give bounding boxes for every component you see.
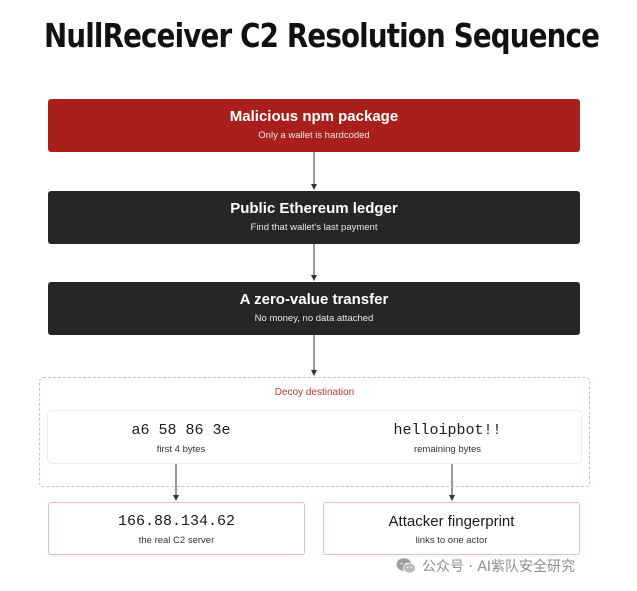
result-attacker-fingerprint: Attacker fingerprint links to one actor [323,502,580,555]
hex-caption: first 4 bytes [156,444,206,455]
decoy-segment-remaining-bytes: helloipbot!! remaining bytes [314,411,581,463]
result-value: 166.88.134.62 [117,513,236,530]
step-title: A zero-value transfer [239,291,389,308]
result-caption: links to one actor [415,535,488,546]
hex-value: a6 58 86 3e [131,422,231,439]
decoy-label: Decoy destination [274,387,355,398]
result-c2-server: 166.88.134.62 the real C2 server [48,502,305,555]
step-zero-value-transfer: A zero-value transfer No money, no data … [48,282,580,335]
result-caption: the real C2 server [138,535,215,546]
step-subtitle: No money, no data attached [254,313,374,324]
hex-value: helloipbot!! [393,422,502,439]
watermark-text: 公众号 · AI紫队安全研究 [422,559,576,575]
result-value: Attacker fingerprint [388,513,515,530]
step-malicious-package: Malicious npm package Only a wallet is h… [48,99,580,152]
decoy-destination-group: Decoy destination a6 58 86 3e first 4 by… [39,377,590,487]
step-title: Malicious npm package [229,108,399,125]
page-title: NullReceiver C2 Resolution Sequence [44,16,600,55]
step-title: Public Ethereum ledger [230,200,398,217]
step-subtitle: Find that wallet's last payment [250,222,378,233]
decoy-segment-first-bytes: a6 58 86 3e first 4 bytes [48,411,314,463]
step-subtitle: Only a wallet is hardcoded [258,130,370,141]
step-ethereum-ledger: Public Ethereum ledger Find that wallet'… [48,191,580,244]
decoy-bytes-panel: a6 58 86 3e first 4 bytes helloipbot!! r… [48,411,581,463]
watermark: 公众号 · AI紫队安全研究 [396,553,575,579]
wechat-icon [396,558,416,574]
hex-caption: remaining bytes [413,444,482,455]
